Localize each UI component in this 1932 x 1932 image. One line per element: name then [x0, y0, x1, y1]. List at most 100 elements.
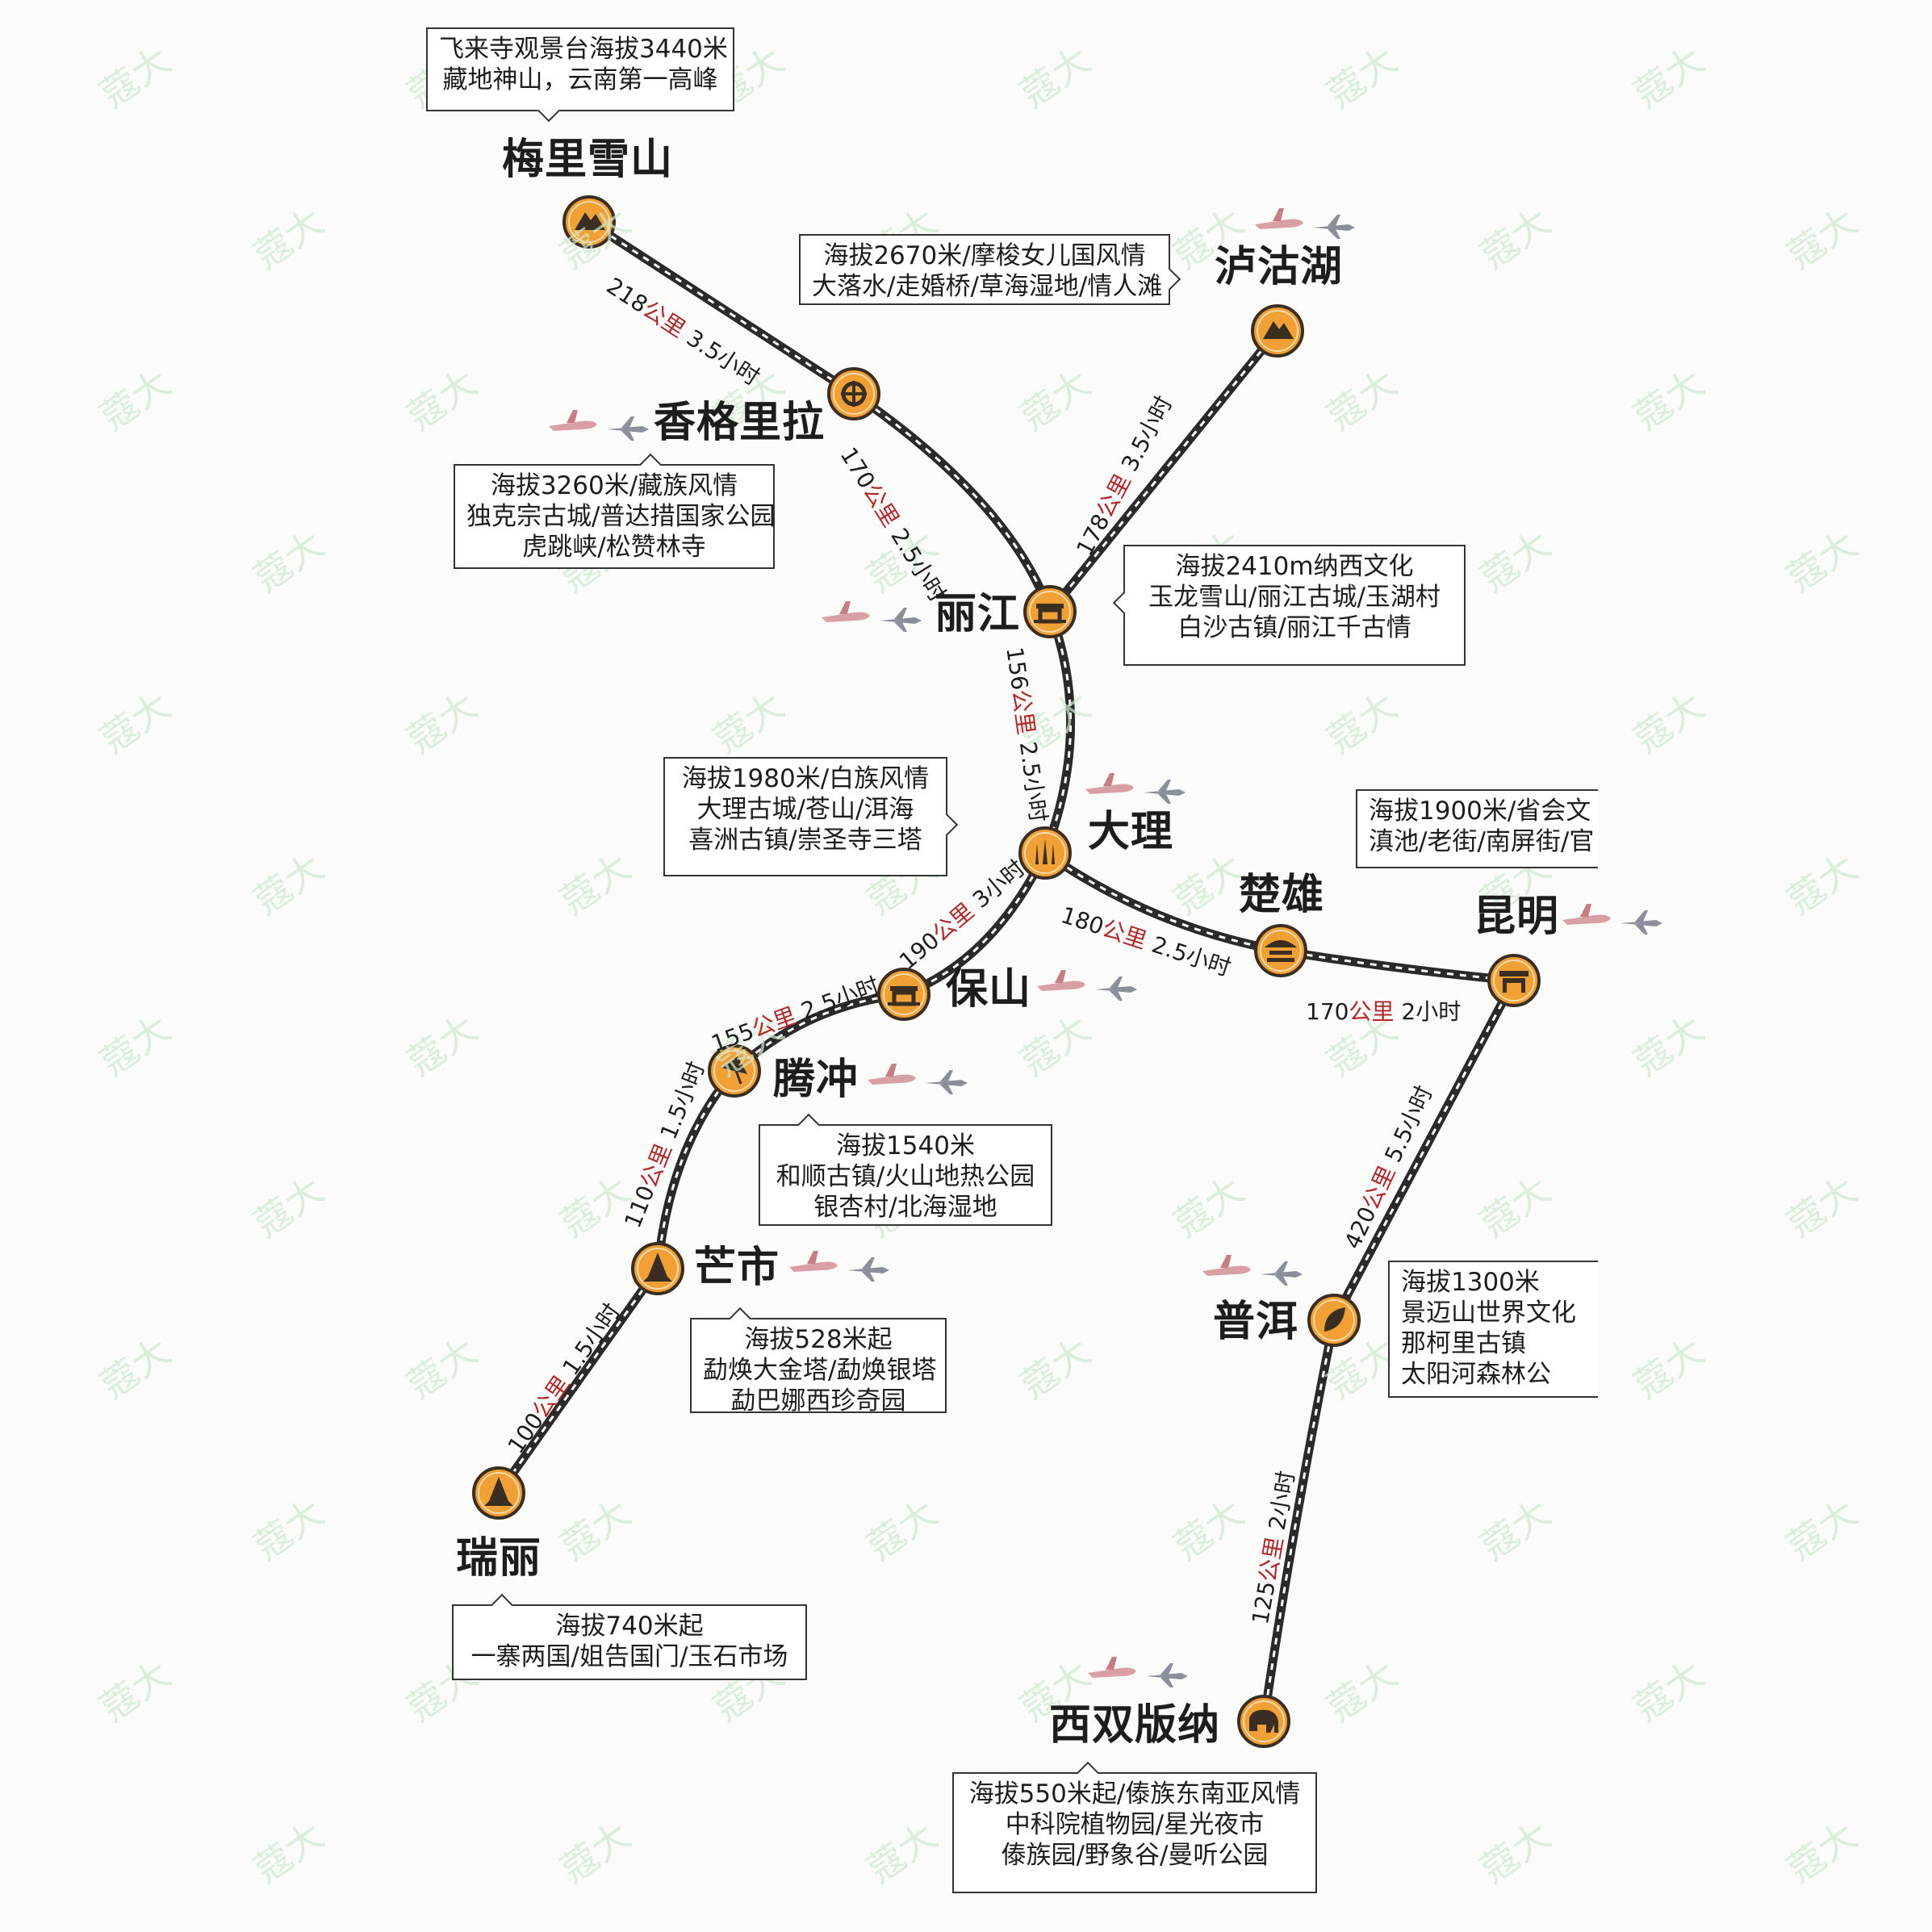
leaf-icon [1324, 1307, 1345, 1332]
airplane-icon [868, 1064, 968, 1094]
stupa-icon [643, 1252, 672, 1282]
knot-icon [841, 381, 867, 407]
info-box-kunming: 海拔1900米/省会文滇池/老街/南屏街/官 [1356, 789, 1598, 868]
city-name-dali[interactable]: 大理 [1088, 808, 1174, 856]
leg-time: 2小时 [1401, 998, 1462, 1025]
city-name-ruili[interactable]: 瑞丽 [456, 1534, 542, 1583]
info-line: 飞来寺观景台海拔3440米 [439, 35, 728, 64]
airplane-icon [822, 601, 922, 632]
info-box-shangri: 海拔3260米/藏族风情独克宗古城/普达措国家公园虎跳峡/松赞林寺 [454, 453, 776, 569]
pavilion-icon [1265, 940, 1297, 962]
gate-icon [888, 986, 920, 1006]
info-box-ruili: 海拔740米起一寨两国/姐告国门/玉石市场 [452, 1593, 807, 1680]
info-box-puer: 海拔1300米景迈山世界文化那柯里古镇太阳河森林公 [1388, 1261, 1598, 1398]
info-line: 虎跳峡/松赞林寺 [522, 533, 706, 562]
route-chuxiong-kunming [1276, 946, 1519, 985]
airplane-icon [1255, 208, 1355, 239]
info-line: 勐巴娜西珍奇园 [730, 1386, 906, 1416]
city-node-dali[interactable] [1018, 826, 1072, 880]
route-mangshi-ruili [494, 1264, 663, 1498]
city-name-meili[interactable]: 梅里雪山 [502, 136, 674, 184]
info-line: 滇池/老街/南屏街/官 [1369, 827, 1595, 856]
route-dash-puer-xsbn [1262, 1319, 1336, 1722]
airplane-icon [1202, 1255, 1303, 1286]
city-name-baoshan[interactable]: 保山 [946, 965, 1032, 1014]
city-node-kunming[interactable] [1487, 954, 1541, 1007]
city-node-tengchong[interactable] [708, 1044, 761, 1098]
city-name-lijiang[interactable]: 丽江 [935, 590, 1021, 638]
info-line: 银杏村/北海湿地 [813, 1193, 997, 1222]
info-line: 藏地神山，云南第一高峰 [442, 65, 718, 94]
info-line: 海拔740米起 [555, 1612, 704, 1641]
city-name-puer[interactable]: 普洱 [1213, 1298, 1299, 1346]
info-line: 海拔2670米/摩梭女儿国风情 [823, 241, 1146, 270]
info-box-lugu: 海拔2670米/摩梭女儿国风情大落水/走婚桥/草海湿地/情人滩 [799, 234, 1181, 305]
info-line: 海拔2410m纳西文化 [1175, 552, 1414, 581]
city-node-lugu[interactable] [1251, 304, 1304, 358]
leg-label-chuxiong-kunming: 170公里 2小时 [1306, 1001, 1461, 1023]
info-line: 海拔528米起 [744, 1325, 893, 1354]
info-line: 大理古城/苍山/洱海 [696, 795, 914, 824]
info-line: 傣族园/野象谷/曼听公园 [1001, 1841, 1269, 1870]
info-line: 海拔3260米/藏族风情 [490, 471, 738, 500]
route-shangri-lijiang [849, 389, 1055, 617]
info-line: 喜洲古镇/崇圣寺三塔 [688, 826, 922, 855]
archway-icon [1499, 971, 1528, 993]
airplane-icon [1088, 1657, 1188, 1687]
leg-unit: 公里 [1349, 998, 1395, 1025]
city-name-mangshi[interactable]: 芒市 [694, 1244, 780, 1292]
city-name-tengchong[interactable]: 腾冲 [773, 1056, 859, 1104]
city-name-shangri[interactable]: 香格里拉 [654, 399, 826, 447]
leg-distance: 170 [1306, 998, 1349, 1025]
city-node-chuxiong[interactable] [1254, 924, 1307, 977]
route-dash-baoshan-tengchong [733, 993, 905, 1073]
info-box-meili: 飞来寺观景台海拔3440米藏地神山，云南第一高峰 [426, 27, 734, 123]
info-box-dali: 海拔1980米/白族风情大理古城/苍山/洱海喜洲古镇/崇圣寺三塔 [663, 757, 959, 876]
city-name-xsbn[interactable]: 西双版纳 [1049, 1701, 1221, 1750]
city-node-puer[interactable] [1307, 1294, 1361, 1347]
city-node-shangri[interactable] [827, 367, 880, 420]
gate-icon [1034, 604, 1066, 624]
route-kunming-puer [1329, 976, 1519, 1325]
info-line: 海拔1900米/省会文 [1369, 797, 1591, 826]
city-name-chuxiong[interactable]: 楚雄 [1239, 871, 1325, 919]
route-dash-chuxiong-kunming [1280, 949, 1515, 982]
info-line: 海拔1300米 [1401, 1268, 1540, 1297]
airplane-icon [789, 1251, 889, 1282]
info-line: 独克宗古城/普达措国家公园 [466, 502, 776, 531]
city-node-baoshan[interactable] [877, 968, 930, 1021]
info-line: 一寨两国/姐告国门/玉石市场 [470, 1642, 788, 1671]
city-node-xsbn[interactable] [1237, 1695, 1290, 1748]
info-box-tengchong: 海拔1540米和顺古镇/火山地热公园银杏村/北海湿地 [759, 1113, 1052, 1226]
info-box-mangshi: 海拔528米起勐焕大金塔/勐焕银塔勐巴娜西珍奇园 [690, 1307, 947, 1416]
info-line: 海拔550米起/傣族东南亚风情 [968, 1779, 1301, 1809]
info-line: 景迈山世界文化 [1401, 1298, 1576, 1328]
airplane-icon [1085, 773, 1186, 804]
route-dash-lijiang-dali [1043, 611, 1072, 854]
mountain-icon [1263, 321, 1294, 339]
info-line: 那柯里古镇 [1401, 1329, 1526, 1358]
city-name-lugu[interactable]: 泸沽湖 [1215, 243, 1344, 291]
city-node-lijiang[interactable] [1023, 585, 1077, 638]
route-dash-meili-shangri [588, 220, 855, 395]
info-line: 海拔1540米 [836, 1131, 975, 1160]
route-dash-tengchong-mangshi [656, 1070, 736, 1269]
city-node-ruili[interactable] [472, 1466, 525, 1520]
umbrella-icon [721, 1056, 747, 1085]
info-line: 玉龙雪山/丽江古城/玉湖村 [1148, 583, 1441, 612]
info-line: 中科院植物园/星光夜市 [1005, 1810, 1265, 1839]
info-line: 海拔1980米/白族风情 [681, 764, 930, 793]
route-dash-dali-chuxiong [1044, 851, 1282, 952]
city-name-kunming[interactable]: 昆明 [1474, 893, 1560, 941]
info-line: 大落水/走婚桥/草海湿地/情人滩 [812, 272, 1163, 301]
info-box-lijiang: 海拔2410m纳西文化玉龙雪山/丽江古城/玉湖村白沙古镇/丽江千古情 [1112, 545, 1466, 666]
elephant-icon [1249, 1709, 1278, 1733]
info-line: 勐焕大金塔/勐焕银塔 [703, 1356, 937, 1385]
info-line: 白沙古镇/丽江千古情 [1177, 613, 1411, 642]
airplane-icon [1037, 970, 1137, 1001]
city-node-meili[interactable] [562, 195, 616, 249]
city-node-mangshi[interactable] [631, 1242, 684, 1295]
pagoda-icon [1035, 838, 1055, 864]
